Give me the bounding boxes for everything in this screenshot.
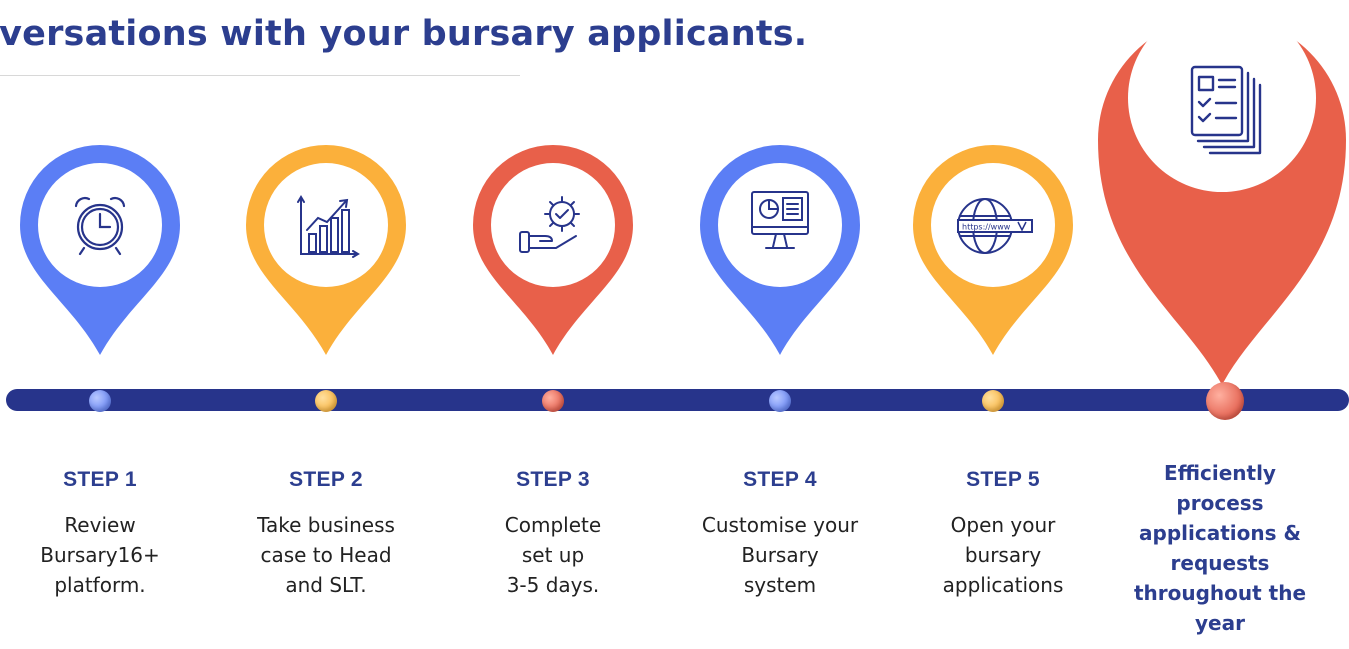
step-description: Take business case to Head and SLT. xyxy=(236,510,416,600)
document-checklist-icon xyxy=(1190,65,1262,155)
final-line: Efficiently xyxy=(1164,461,1276,485)
step-description-line: 3-5 days. xyxy=(506,573,600,597)
step-description-line: platform. xyxy=(54,573,146,597)
step-2: STEP 2 Take business case to Head and SL… xyxy=(236,462,416,600)
step-description-line: system xyxy=(743,573,817,597)
timeline-bar xyxy=(6,389,1349,411)
step-description: Review Bursary16+ platform. xyxy=(10,510,190,600)
timeline-dot-4 xyxy=(769,390,791,412)
step-description: Open your bursary applications xyxy=(913,510,1093,600)
step-description-line: Open your xyxy=(950,513,1056,537)
step-description-line: Bursary16+ xyxy=(40,543,160,567)
step-description-line: Complete xyxy=(504,513,602,537)
step-description-line: Review xyxy=(64,513,136,537)
step-label: STEP 2 xyxy=(289,468,363,491)
step-3: STEP 3 Complete set up 3-5 days. xyxy=(463,462,643,600)
globe-url-icon: https://www xyxy=(957,198,1033,254)
alarm-clock-icon xyxy=(74,196,126,256)
hand-gear-icon xyxy=(519,196,580,253)
final-line: throughout the xyxy=(1133,581,1307,605)
step-label: STEP 1 xyxy=(63,468,137,491)
final-line: process xyxy=(1176,491,1264,515)
pin-5: https://www xyxy=(913,145,1073,355)
page-title: nversations with your bursary applicants… xyxy=(0,14,808,54)
pin-1 xyxy=(20,145,180,355)
step-4: STEP 4 Customise your Bursary system xyxy=(690,462,870,600)
timeline-dot-2 xyxy=(315,390,337,412)
timeline-dot-5 xyxy=(982,390,1004,412)
step-description-line: case to Head xyxy=(260,543,392,567)
computer-dashboard-icon xyxy=(751,191,809,249)
step-description-line: applications xyxy=(942,573,1064,597)
final-line: requests xyxy=(1170,551,1270,575)
timeline-dot-3 xyxy=(542,390,564,412)
step-label: STEP 5 xyxy=(966,468,1040,491)
step-label: STEP 3 xyxy=(516,468,590,491)
step-description-line: Customise your xyxy=(701,513,859,537)
step-5: STEP 5 Open your bursary applications xyxy=(913,462,1093,600)
timeline-dot-6 xyxy=(1206,382,1244,420)
pin-6 xyxy=(1098,4,1346,385)
step-description-line: Take business xyxy=(257,513,395,537)
pin-3 xyxy=(473,145,633,355)
step-description: Customise your Bursary system xyxy=(690,510,870,600)
pin-2 xyxy=(246,145,406,355)
growth-chart-icon xyxy=(297,195,360,258)
final-line: year xyxy=(1195,611,1245,635)
pin-4 xyxy=(700,145,860,355)
step-label: STEP 4 xyxy=(743,468,817,491)
step-1: STEP 1 Review Bursary16+ platform. xyxy=(10,462,190,600)
step-description-line: and SLT. xyxy=(285,573,367,597)
step-description-line: bursary xyxy=(964,543,1042,567)
timeline-dot-1 xyxy=(89,390,111,412)
title-divider xyxy=(0,75,520,76)
step-description: Complete set up 3-5 days. xyxy=(463,510,643,600)
final-line: applications & xyxy=(1139,521,1301,545)
step-description-line: set up xyxy=(521,543,585,567)
step-description-line: Bursary xyxy=(741,543,819,567)
svg-text:https://www: https://www xyxy=(962,223,1011,232)
final-step-description: Efficiently process applications & reque… xyxy=(1110,458,1330,638)
